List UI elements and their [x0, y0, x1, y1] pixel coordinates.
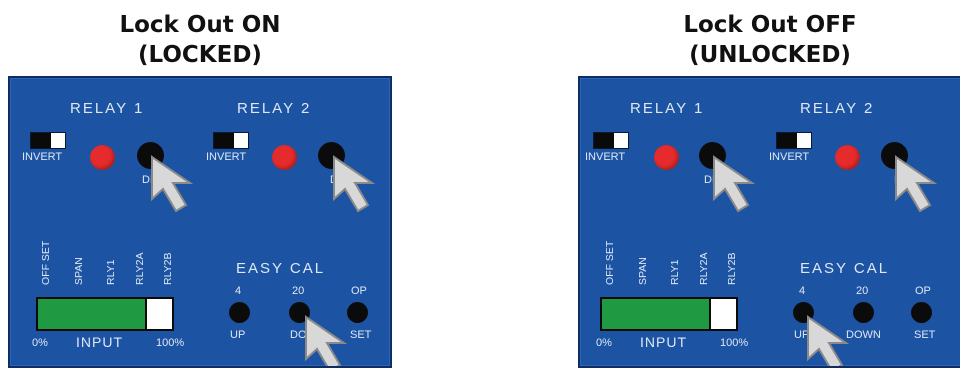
label-rly2b: RLY2B	[162, 253, 174, 286]
relay2-label: RELAY 2	[800, 100, 874, 117]
title-line2: (LOCKED)	[80, 40, 320, 70]
label-rly2a: RLY2A	[134, 253, 146, 286]
relay2-led	[835, 145, 860, 170]
switch-knob	[777, 133, 797, 148]
title-line1: Lock Out ON	[80, 10, 320, 40]
label-span: SPAN	[637, 257, 649, 285]
up-label: UP	[230, 329, 245, 341]
controller-panel-unlocked: RELAY 1 RELAY 2 INVERT DEL INVERT DEL OF…	[578, 76, 960, 368]
switch-knob	[214, 133, 234, 148]
input-min-label: 0%	[32, 337, 48, 349]
label-offset: OFF SET	[40, 241, 52, 285]
pointer-arrow-icon	[302, 313, 362, 368]
cal-op-label: OP	[351, 285, 367, 297]
input-min-label: 0%	[596, 337, 612, 349]
label-rly2a: RLY2A	[698, 253, 710, 286]
relay1-invert-label: INVERT	[22, 151, 62, 163]
input-level-fill	[602, 299, 711, 329]
pointer-arrow-icon	[330, 153, 390, 223]
relay2-led	[272, 145, 297, 170]
input-level-bar	[36, 297, 174, 331]
relay2-invert-label: INVERT	[769, 151, 809, 163]
input-label: INPUT	[76, 334, 123, 350]
switch-knob	[31, 133, 51, 148]
title-lockout-on: Lock Out ON (LOCKED)	[80, 10, 320, 70]
cal-4-label: 4	[235, 285, 241, 297]
relay2-label: RELAY 2	[237, 100, 311, 117]
relay2-invert-switch[interactable]	[213, 132, 249, 149]
label-rly2b: RLY2B	[726, 253, 738, 286]
cal-20-label: 20	[856, 285, 868, 297]
input-level-fill	[38, 299, 147, 329]
relay1-invert-switch[interactable]	[593, 132, 629, 149]
label-span: SPAN	[73, 257, 85, 285]
cal-4-label: 4	[799, 285, 805, 297]
pointer-arrow-icon	[892, 153, 952, 223]
easy-cal-label: EASY CAL	[800, 260, 889, 277]
title-line2: (UNLOCKED)	[650, 40, 890, 70]
set-button[interactable]	[911, 302, 932, 323]
title-line1: Lock Out OFF	[650, 10, 890, 40]
relay1-invert-switch[interactable]	[30, 132, 66, 149]
controller-panel-locked: RELAY 1 RELAY 2 INVERT DEL INVERT DEL OF…	[8, 76, 392, 368]
relay2-invert-label: INVERT	[206, 151, 246, 163]
pointer-arrow-icon	[710, 153, 770, 223]
relay2-invert-switch[interactable]	[776, 132, 812, 149]
cal-op-label: OP	[915, 285, 931, 297]
label-rly1: RLY1	[669, 260, 681, 286]
up-button[interactable]	[229, 302, 250, 323]
pointer-arrow-icon	[148, 153, 208, 223]
input-max-label: 100%	[156, 337, 184, 349]
relay1-invert-label: INVERT	[585, 151, 625, 163]
pointer-arrow-icon	[804, 313, 864, 368]
label-offset: OFF SET	[604, 241, 616, 285]
switch-knob	[594, 133, 614, 148]
relay1-label: RELAY 1	[70, 100, 144, 117]
cal-20-label: 20	[292, 285, 304, 297]
title-lockout-off: Lock Out OFF (UNLOCKED)	[650, 10, 890, 70]
input-level-bar	[600, 297, 738, 331]
label-rly1: RLY1	[105, 260, 117, 286]
relay1-led	[90, 145, 115, 170]
relay1-label: RELAY 1	[630, 100, 704, 117]
input-label: INPUT	[640, 334, 687, 350]
relay1-led	[654, 145, 679, 170]
easy-cal-label: EASY CAL	[236, 260, 325, 277]
input-max-label: 100%	[720, 337, 748, 349]
set-label: SET	[914, 329, 935, 341]
